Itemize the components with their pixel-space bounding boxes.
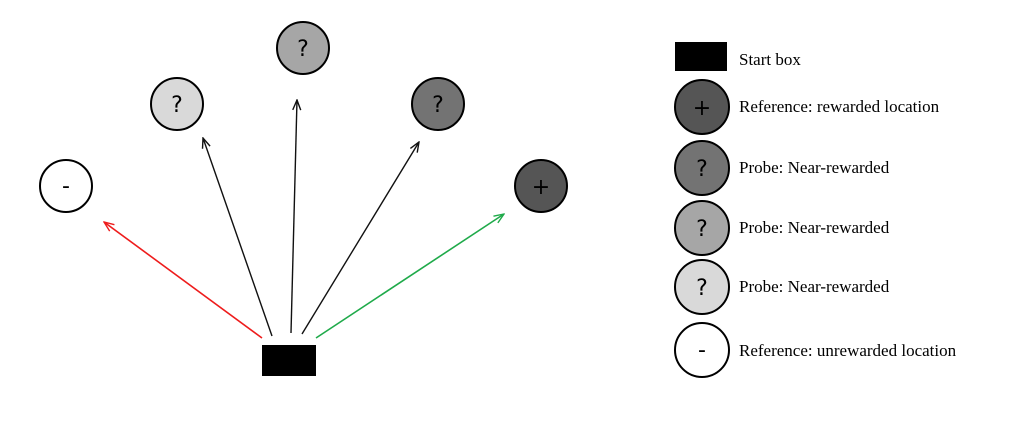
start-box: [262, 345, 316, 376]
target-symbol: ?: [432, 93, 444, 118]
legend-item-rewarded: + Reference: rewarded location: [674, 79, 940, 135]
legend-item-probe-mid: ? Probe: Near-rewarded: [674, 200, 890, 256]
legend-label: Probe: Near-rewarded: [739, 158, 890, 177]
legend-item-start-box: Start box: [675, 42, 801, 71]
legend-item-unrewarded: - Reference: unrewarded location: [674, 322, 957, 378]
arrow-probe-mid: [290, 100, 297, 334]
legend-label: Reference: unrewarded location: [739, 341, 957, 360]
target-probe-light: ?: [150, 77, 204, 131]
legend-symbol: ?: [696, 276, 708, 301]
legend-symbol: ?: [696, 157, 708, 182]
legend-start-box-swatch: [675, 42, 727, 71]
legend-symbol: +: [693, 96, 711, 121]
legend-label: Probe: Near-rewarded: [739, 218, 890, 237]
legend-label: Start box: [739, 50, 801, 69]
target-symbol: +: [532, 175, 550, 200]
legend-item-probe-light: ? Probe: Near-rewarded: [674, 259, 890, 315]
target-probe-dark: ?: [411, 77, 465, 131]
target-rewarded: +: [514, 159, 568, 213]
legend-label: Reference: rewarded location: [739, 97, 940, 116]
arrow-unrewarded: [104, 222, 263, 339]
target-symbol: ?: [171, 93, 183, 118]
target-symbol: -: [62, 174, 70, 199]
target-probe-mid: ?: [276, 21, 330, 75]
legend-item-probe-dark: ? Probe: Near-rewarded: [674, 140, 890, 196]
legend-symbol: -: [698, 338, 706, 363]
arrow-probe-light: [203, 138, 273, 337]
legend: Start box + Reference: rewarded location…: [674, 42, 957, 378]
arrow-probe-dark: [301, 142, 419, 335]
legend-label: Probe: Near-rewarded: [739, 277, 890, 296]
legend-symbol: ?: [696, 217, 708, 242]
target-symbol: ?: [297, 37, 309, 62]
target-unrewarded: -: [39, 159, 93, 213]
arrow-rewarded: [315, 214, 504, 339]
